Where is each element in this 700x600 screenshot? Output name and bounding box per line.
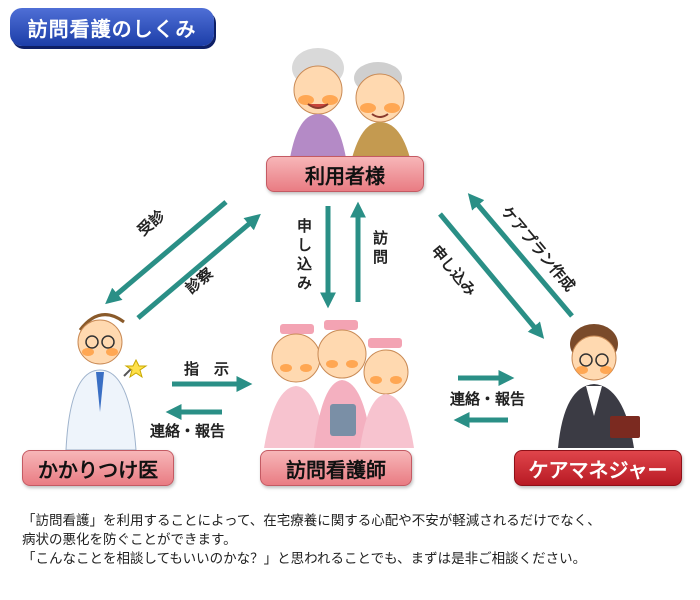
- elderly-couple-illustration: [290, 48, 410, 158]
- label-apply-left: 申し込み: [295, 218, 313, 294]
- nurse-node: 訪問看護師: [260, 450, 412, 486]
- footer-text: 「訪問看護」を利用することによって、在宅療養に関する心配や不安が軽減されるだけで…: [22, 512, 692, 569]
- label-contact-report-left: 連絡・報告: [150, 422, 226, 440]
- arrow-doctor-to-user: [136, 213, 261, 320]
- label-instruction: 指 示: [184, 360, 230, 378]
- care-manager-illustration: [558, 324, 640, 448]
- label-contact-report-right: 連絡・報告: [450, 390, 526, 408]
- nurses-illustration: [264, 320, 414, 448]
- doctor-node: かかりつけ医: [22, 450, 174, 486]
- page-title: 訪問看護のしくみ: [10, 8, 214, 46]
- doctor-illustration: [65, 313, 148, 450]
- label-visit: 訪問: [371, 230, 389, 268]
- footer-line-2: 病状の悪化を防ぐことができます。: [22, 532, 237, 548]
- arrow-user-to-cm: [438, 212, 545, 339]
- arrow-cm-to-user: [467, 193, 574, 318]
- arrow-user-to-doctor: [105, 200, 228, 305]
- care-manager-node: ケアマネジャー: [514, 450, 682, 486]
- footer-line-1: 「訪問看護」を利用することによって、在宅療養に関する心配や不安が軽減されるだけで…: [22, 513, 601, 529]
- footer-line-3: 「こんなことを相談してもいいのかな？」と思われることでも、まずは是非ご相談くださ…: [22, 551, 587, 567]
- user-node: 利用者様: [266, 156, 424, 192]
